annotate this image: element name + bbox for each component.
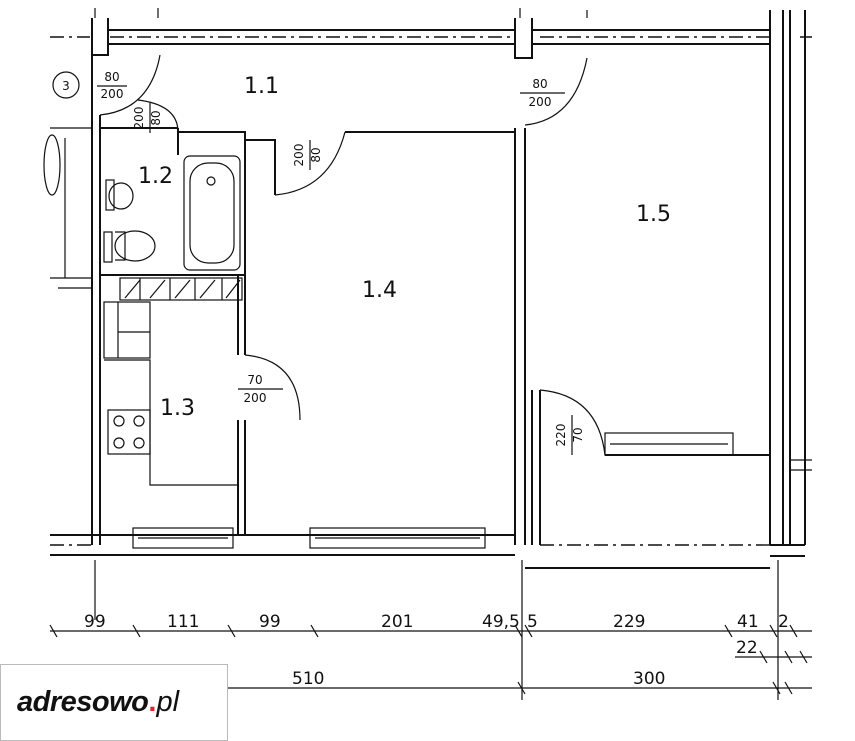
svg-text:200: 200 [101,87,124,101]
dim-201: 201 [381,612,413,632]
dim-510: 510 [292,669,324,689]
top-wall [91,8,770,59]
dim-229: 229 [613,612,645,632]
room-label-1-2: 1.2 [138,164,173,189]
door-label-6: 220 70 [554,415,585,455]
dim-41: 41 [737,612,759,632]
svg-text:80: 80 [309,147,323,162]
room-1-5-walls [525,390,770,569]
dim-300: 300 [633,669,665,689]
dimension-lines [49,560,812,700]
svg-text:80: 80 [532,77,547,91]
door-label-2: 200 80 [132,103,163,133]
svg-text:70: 70 [571,427,585,442]
left-wall [43,55,101,545]
svg-text:80: 80 [149,110,163,125]
wardrobe-strip [119,277,243,301]
room-label-1-5: 1.5 [636,202,671,227]
door-label-3: 200 80 [292,140,323,170]
room-1-4-walls [244,128,526,545]
room-label-1-1: 1.1 [244,74,279,99]
svg-text:220: 220 [554,424,568,447]
door-label-5: 70 200 [238,373,283,405]
svg-text:200: 200 [292,144,306,167]
brand-logo[interactable]: adresowo.pl [0,664,228,741]
bathroom [100,127,246,276]
svg-text:200: 200 [132,107,146,130]
logo-tld: pl [156,686,180,718]
dim-22: 22 [736,638,758,658]
dim-99-a: 99 [84,612,106,632]
dim-49-5: 49,5 [482,612,520,632]
stair-marker-circle [52,71,80,99]
right-wall [769,10,812,557]
bottom-wall [50,527,515,556]
room-label-1-3: 1.3 [160,396,195,421]
svg-text:70: 70 [247,373,262,387]
dim-5: 5 [527,612,538,632]
svg-text:200: 200 [529,95,552,109]
dim-99-b: 99 [259,612,281,632]
door-label-4: 80 200 [520,77,565,109]
logo-dot: . [148,686,157,718]
door-label-1: 80 200 [97,70,127,101]
door-swings [99,54,606,456]
kitchen [99,275,239,545]
svg-text:200: 200 [244,391,267,405]
room-label-1-4: 1.4 [362,278,397,303]
logo-name: adresowo [17,686,149,718]
dim-111: 111 [167,612,199,632]
svg-text:80: 80 [104,70,119,84]
dim-2: 2 [778,612,789,632]
stair-marker-label: 3 [62,79,70,93]
